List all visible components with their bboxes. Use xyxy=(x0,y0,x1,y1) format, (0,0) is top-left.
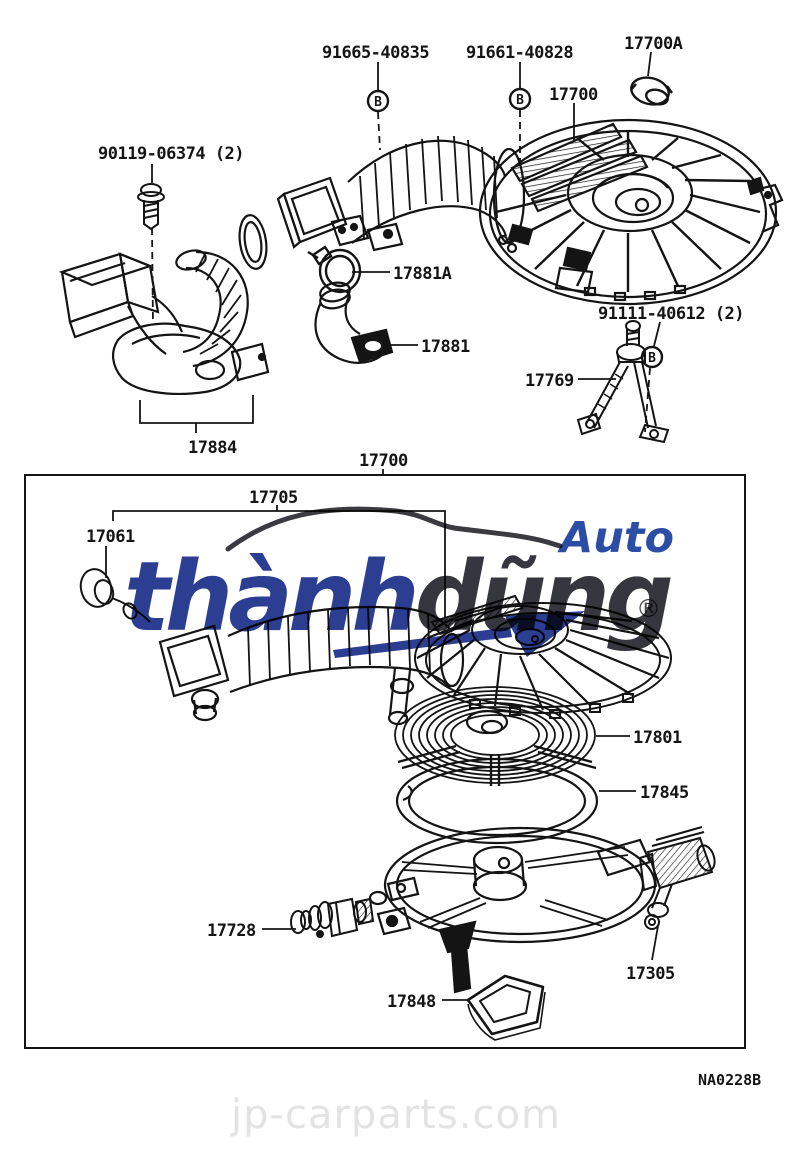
air-duct-17884 xyxy=(58,214,270,395)
watermark-arrow xyxy=(333,627,512,658)
clamp-17700a-icon xyxy=(630,76,673,106)
b-marker-icon: B xyxy=(374,95,382,110)
part-label-17728: 17728 xyxy=(207,921,256,941)
b-marker-icon: B xyxy=(648,351,656,366)
sensor-17305-icon xyxy=(638,826,716,930)
part-label-17845: 17845 xyxy=(640,783,689,803)
watermark-auto: Auto xyxy=(560,513,674,563)
part-label-90119-06374: 90119-06374 (2) xyxy=(98,144,245,164)
part-label-91665-40835: 91665-40835 xyxy=(322,43,430,63)
part-label-17700-top: 17700 xyxy=(549,85,598,105)
diagram-code: NA0228B xyxy=(698,1071,762,1089)
part-label-91111-40612: 91111-40612 (2) xyxy=(598,304,745,324)
watermark-brand-dark: dũng xyxy=(414,541,674,653)
part-label-17705: 17705 xyxy=(249,488,298,508)
part-label-17881A: 17881A xyxy=(393,264,452,284)
clamp-17881a-icon xyxy=(307,245,362,294)
part-label-17700-box: 17700 xyxy=(359,451,408,471)
watermark-brand: thànhdũng xyxy=(124,549,674,645)
gasket-17845 xyxy=(395,757,599,845)
air-cleaner-assembly-top xyxy=(478,118,784,306)
cap-17061-icon xyxy=(79,568,151,623)
diagram-frame xyxy=(24,474,746,1049)
watermark-arrowhead xyxy=(505,611,585,657)
intake-hose-top xyxy=(276,135,526,254)
part-label-17884: 17884 xyxy=(188,438,237,458)
part-label-17305: 17305 xyxy=(626,964,675,984)
watermark-car-swoosh xyxy=(225,506,585,658)
air-hose-17705 xyxy=(158,605,465,726)
elbow-hose-17881-icon xyxy=(314,281,394,364)
registered-mark: ® xyxy=(636,594,661,623)
part-label-17769: 17769 xyxy=(525,371,574,391)
part-label-17700A: 17700A xyxy=(624,34,683,54)
grommet-17848-icon xyxy=(466,974,546,1041)
part-label-17801: 17801 xyxy=(633,728,682,748)
site-watermark: jp-carparts.com xyxy=(231,1092,561,1138)
part-label-91661-40828: 91661-40828 xyxy=(466,43,574,63)
screw-90119-icon xyxy=(137,183,165,231)
part-label-17848: 17848 xyxy=(387,992,436,1012)
part-label-17061: 17061 xyxy=(86,527,135,547)
b-marker-icon: B xyxy=(516,93,524,108)
watermark-brand-blue: thành xyxy=(124,541,420,653)
air-cleaner-case xyxy=(368,826,657,994)
valve-17728-icon xyxy=(290,897,375,938)
part-label-17881: 17881 xyxy=(421,337,470,357)
bracket-17769-icon xyxy=(576,320,670,444)
